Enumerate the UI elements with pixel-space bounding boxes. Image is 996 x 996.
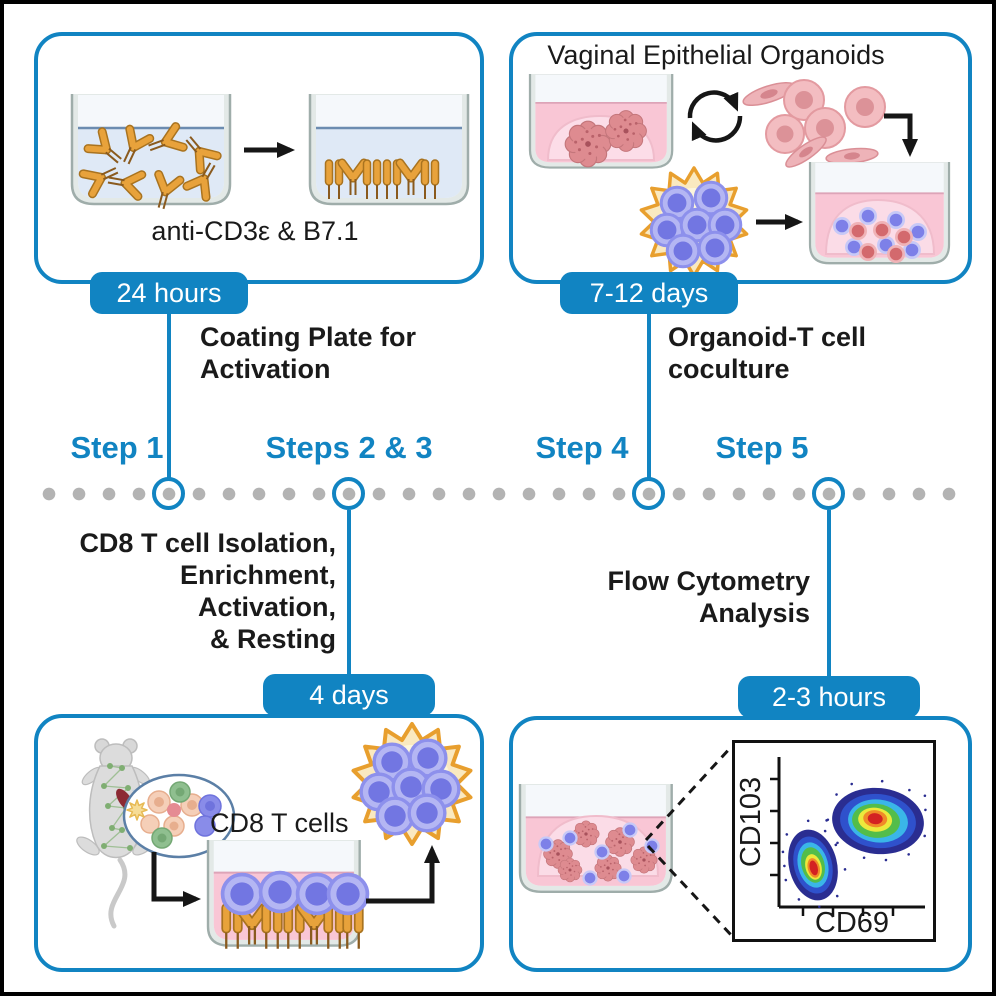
timeline-dots (34, 487, 960, 501)
panel-coating (34, 32, 484, 284)
flow-xlabel: CD69 (814, 907, 890, 939)
badge-4-days: 4 days (263, 674, 435, 716)
connector-flow (827, 510, 831, 678)
diagram-artwork (70, 72, 951, 950)
population-cd69pos (826, 779, 927, 862)
zoom-dashed-lines (644, 744, 734, 938)
panel-flow (509, 716, 972, 972)
organoids-description: Organoid-T cell coculture (668, 322, 867, 384)
timeline-ring-steps2-3 (332, 477, 365, 510)
flow-description: Flow Cytometry Analysis (607, 566, 810, 628)
connector-coating (167, 312, 171, 478)
badge-2-3-hours: 2-3 hours (738, 676, 920, 718)
coating-caption: anti-CD3ε & B7.1 (151, 216, 359, 246)
flow-panel-illustration (518, 744, 734, 938)
flow-plot (732, 740, 936, 942)
tcell-cluster-large (351, 722, 473, 846)
coating-description: Coating Plate for Activation (200, 322, 417, 384)
step-label-5: Step 5 (715, 430, 809, 465)
timeline-ring-step5 (812, 477, 845, 510)
flow-ylabel: CD103 (735, 776, 767, 868)
step-label-1: Step 1 (70, 430, 164, 465)
isolated-cells-callout (122, 773, 236, 859)
cd8-dish-label: CD8 T cells (210, 808, 349, 838)
coating-plate-illustration (70, 92, 470, 211)
timeline-ring-step1 (152, 477, 185, 510)
passage-cycle-icon (687, 90, 743, 143)
timeline-ring-step4 (632, 477, 665, 510)
badge-7-12-days: 7-12 days (560, 272, 738, 314)
organoids-title: Vaginal Epithelial Organoids (547, 40, 885, 70)
flow-plot-canvas (770, 757, 927, 916)
cd8-panel-illustration (76, 722, 473, 950)
cd8-description: CD8 T cell Isolation, Enrichment, Activa… (79, 528, 336, 654)
connector-cd8 (347, 510, 351, 676)
population-cd69neg (781, 819, 847, 909)
connector-organoids (647, 312, 651, 478)
cells-to-dish-arrow-icon (884, 113, 918, 157)
cells-to-plate-arrow-icon (151, 852, 201, 907)
badge-24-hours: 24 hours (90, 272, 248, 314)
plate-to-cluster-arrow-icon (366, 845, 440, 904)
panel-cd8 (34, 714, 484, 972)
organoid-panel-illustration (528, 72, 951, 278)
epithelial-cells (742, 79, 886, 168)
tcell-cluster-small (639, 166, 749, 278)
step-label-4: Step 4 (535, 430, 629, 465)
panel-organoids (509, 32, 972, 284)
step-label-2-3: Steps 2 & 3 (265, 430, 433, 465)
